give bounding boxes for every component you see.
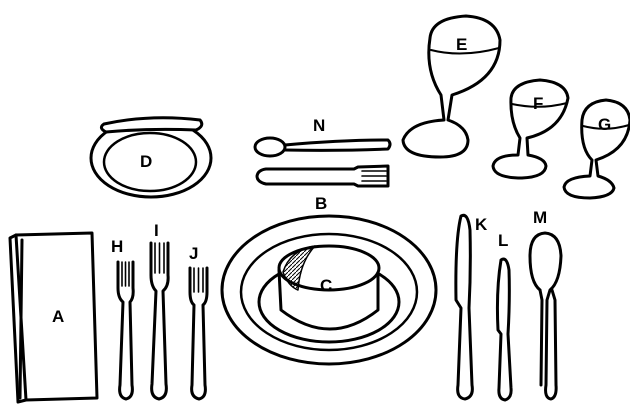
- label-j: J: [189, 244, 198, 263]
- label-h: H: [111, 237, 123, 256]
- fork-icon: [118, 262, 133, 399]
- label-k: K: [475, 215, 488, 234]
- label-e: E: [456, 35, 467, 54]
- knife-icon: [456, 215, 473, 399]
- small-fork-icon: [190, 268, 207, 399]
- label-c: C: [320, 276, 332, 295]
- water-goblet-icon: [403, 16, 500, 157]
- wine-glass-icon: [493, 80, 568, 178]
- wine-glass-icon: [564, 100, 630, 198]
- label-g: G: [598, 115, 611, 134]
- label-i: I: [154, 221, 159, 240]
- label-n: N: [313, 116, 325, 135]
- item-labels: A B C D E F G H I J K L M N: [52, 35, 611, 326]
- dessert-spoon-and-fork-icon: [255, 138, 390, 186]
- label-b: B: [315, 194, 327, 213]
- label-m: M: [533, 208, 547, 227]
- label-l: L: [498, 231, 508, 250]
- soup-spoon-icon: [530, 233, 561, 399]
- label-f: F: [533, 94, 543, 113]
- fork-icon: [151, 243, 168, 399]
- small-knife-icon: [497, 259, 511, 400]
- label-a: A: [52, 307, 64, 326]
- label-d: D: [140, 152, 152, 171]
